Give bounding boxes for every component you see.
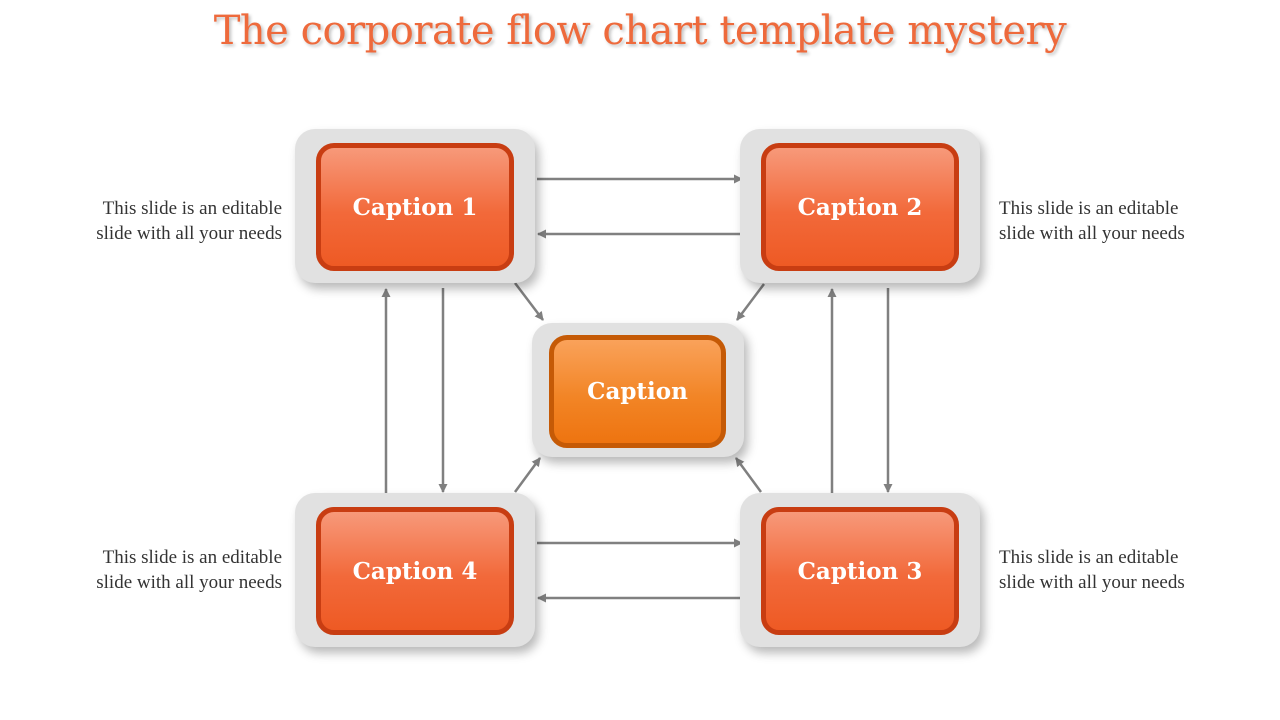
description-line: This slide is an editable (999, 198, 1179, 219)
center-caption-box[interactable]: Caption (549, 335, 726, 448)
caption-4-box[interactable]: Caption 4 (316, 507, 514, 635)
description-line: slide with all your needs (999, 572, 1185, 593)
caption-2-box[interactable]: Caption 2 (761, 143, 959, 271)
description-line: slide with all your needs (96, 223, 282, 244)
description-top-left: This slide is an editable slide with all… (96, 196, 282, 246)
description-line: slide with all your needs (999, 223, 1185, 244)
description-line: This slide is an editable (102, 547, 282, 568)
caption-1-box[interactable]: Caption 1 (316, 143, 514, 271)
description-bottom-right: This slide is an editable slide with all… (999, 545, 1185, 595)
caption-3-box[interactable]: Caption 3 (761, 507, 959, 635)
arrow-2-to-center (736, 283, 765, 321)
page-title: The corporate flow chart template myster… (213, 8, 1067, 54)
arrow-3-to-center (734, 457, 763, 493)
description-line: This slide is an editable (999, 547, 1179, 568)
description-line: This slide is an editable (102, 198, 282, 219)
description-bottom-left: This slide is an editable slide with all… (96, 545, 282, 595)
description-line: slide with all your needs (96, 572, 282, 593)
description-top-right: This slide is an editable slide with all… (999, 196, 1185, 246)
arrow-4-to-center (513, 457, 542, 493)
arrow-1-to-center (514, 282, 544, 321)
